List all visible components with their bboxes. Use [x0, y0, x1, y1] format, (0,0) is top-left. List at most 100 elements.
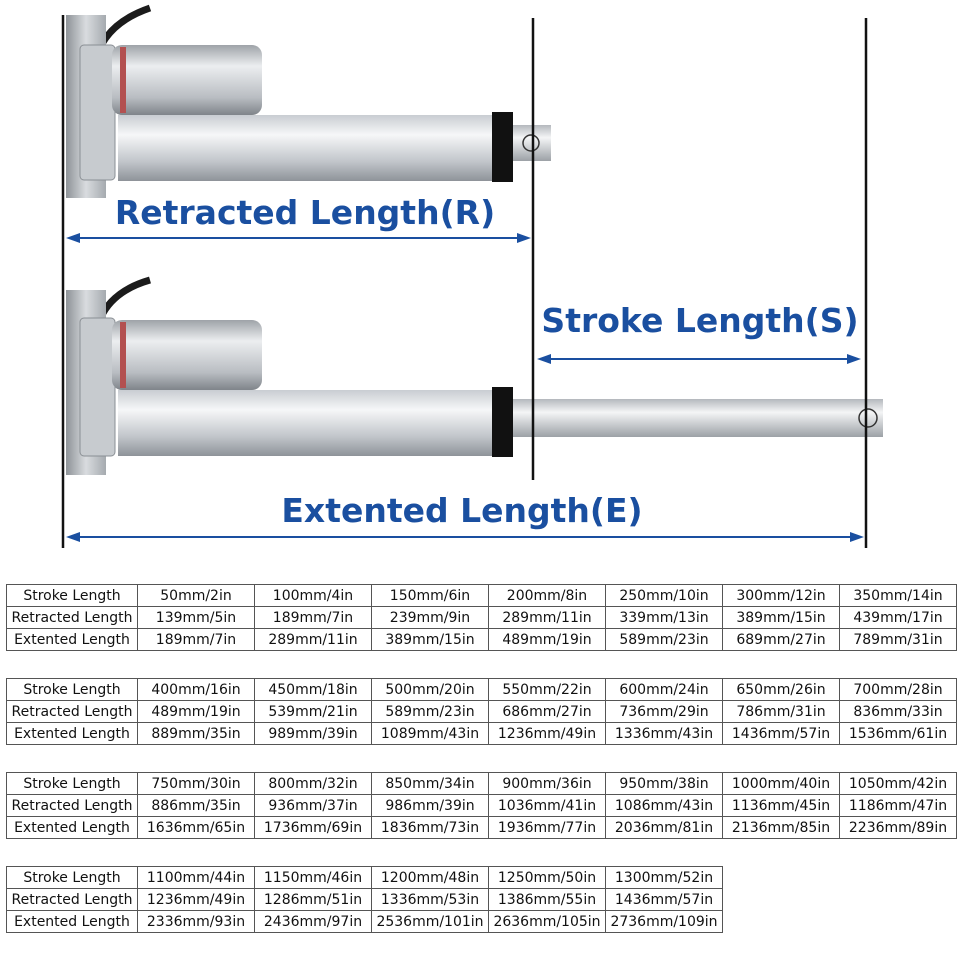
table-cell: 1089mm/43in — [371, 722, 489, 745]
table-cell: 2436mm/97in — [254, 910, 372, 933]
table-cell: 1836mm/73in — [371, 816, 489, 839]
table-cell: 689mm/27in — [722, 628, 840, 651]
table-cell: 889mm/35in — [137, 722, 255, 745]
table-cell: 950mm/38in — [605, 772, 723, 795]
table-cell: 539mm/21in — [254, 700, 372, 723]
stroke-dimension-arrow — [537, 354, 861, 364]
table-cell: 600mm/24in — [605, 678, 723, 701]
table-cell: 836mm/33in — [839, 700, 957, 723]
table-cell: 1336mm/53in — [371, 888, 489, 911]
table-cell: 986mm/39in — [371, 794, 489, 817]
table-cell: 1200mm/48in — [371, 866, 489, 889]
table-cell: 1300mm/52in — [605, 866, 723, 889]
tube-end-cap — [492, 112, 513, 182]
motor — [112, 45, 262, 115]
actuator-diagram: Retracted Length(R) Stroke Length(S) Ext… — [61, 4, 883, 548]
table-cell: 500mm/20in — [371, 678, 489, 701]
table-cell: 1436mm/57in — [605, 888, 723, 911]
gear-housing — [79, 44, 116, 181]
table-cell: 936mm/37in — [254, 794, 372, 817]
row-label: Extented Length — [6, 816, 138, 839]
table-cell: 450mm/18in — [254, 678, 372, 701]
table-cell: 750mm/30in — [137, 772, 255, 795]
gear-housing — [79, 317, 116, 457]
table-cell: 139mm/5in — [137, 606, 255, 629]
table-cell: 1236mm/49in — [488, 722, 606, 745]
rod-eyelet — [858, 408, 878, 428]
table-cell: 1936mm/77in — [488, 816, 606, 839]
table-cell: 389mm/15in — [371, 628, 489, 651]
table-cell: 1286mm/51in — [254, 888, 372, 911]
rod-eyelet — [522, 134, 540, 152]
table-cell: 789mm/31in — [839, 628, 957, 651]
table-cell: 786mm/31in — [722, 700, 840, 723]
table-cell: 100mm/4in — [254, 584, 372, 607]
table-cell: 389mm/15in — [722, 606, 840, 629]
table-cell: 1000mm/40in — [722, 772, 840, 795]
inner-rod — [513, 399, 883, 437]
table-cell: 289mm/11in — [254, 628, 372, 651]
table-cell: 350mm/14in — [839, 584, 957, 607]
table-cell: 289mm/11in — [488, 606, 606, 629]
motor-band — [120, 47, 126, 113]
table-cell: 1386mm/55in — [488, 888, 606, 911]
retracted-dimension-arrow — [66, 233, 531, 243]
table-cell: 2236mm/89in — [839, 816, 957, 839]
table-cell: 686mm/27in — [488, 700, 606, 723]
table-cell: 550mm/22in — [488, 678, 606, 701]
table-cell: 150mm/6in — [371, 584, 489, 607]
table-cell: 400mm/16in — [137, 678, 255, 701]
table-cell: 250mm/10in — [605, 584, 723, 607]
retracted-length-label: Retracted Length(R) — [115, 193, 495, 232]
table-cell: 1150mm/46in — [254, 866, 372, 889]
row-label: Retracted Length — [6, 794, 138, 817]
motor — [112, 320, 262, 390]
table-cell: 189mm/7in — [254, 606, 372, 629]
row-label: Retracted Length — [6, 606, 138, 629]
extended-length-label: Extented Length(E) — [281, 491, 642, 530]
table-cell: 589mm/23in — [605, 628, 723, 651]
table-cell: 1100mm/44in — [137, 866, 255, 889]
retracted-actuator — [66, 4, 551, 198]
outer-tube — [118, 390, 496, 456]
table-cell: 1636mm/65in — [137, 816, 255, 839]
table-cell: 900mm/36in — [488, 772, 606, 795]
table-cell: 1050mm/42in — [839, 772, 957, 795]
row-label: Stroke Length — [6, 772, 138, 795]
tube-end-cap — [492, 387, 513, 457]
table-cell: 700mm/28in — [839, 678, 957, 701]
table-cell: 736mm/29in — [605, 700, 723, 723]
table-cell: 1136mm/45in — [722, 794, 840, 817]
table-cell: 1336mm/43in — [605, 722, 723, 745]
outer-tube — [118, 115, 496, 181]
row-label: Stroke Length — [6, 584, 138, 607]
row-label: Retracted Length — [6, 700, 138, 723]
table-cell: 2336mm/93in — [137, 910, 255, 933]
table-cell: 189mm/7in — [137, 628, 255, 651]
extended-actuator — [66, 276, 883, 475]
table-cell: 300mm/12in — [722, 584, 840, 607]
table-cell: 339mm/13in — [605, 606, 723, 629]
table-cell: 1736mm/69in — [254, 816, 372, 839]
table-cell: 239mm/9in — [371, 606, 489, 629]
table-cell: 200mm/8in — [488, 584, 606, 607]
table-cell: 1536mm/61in — [839, 722, 957, 745]
row-label: Extented Length — [6, 910, 138, 933]
table-cell: 50mm/2in — [137, 584, 255, 607]
table-cell: 1250mm/50in — [488, 866, 606, 889]
table-cell: 489mm/19in — [137, 700, 255, 723]
table-cell: 1036mm/41in — [488, 794, 606, 817]
table-cell: 2736mm/109in — [605, 910, 723, 933]
table-cell: 989mm/39in — [254, 722, 372, 745]
